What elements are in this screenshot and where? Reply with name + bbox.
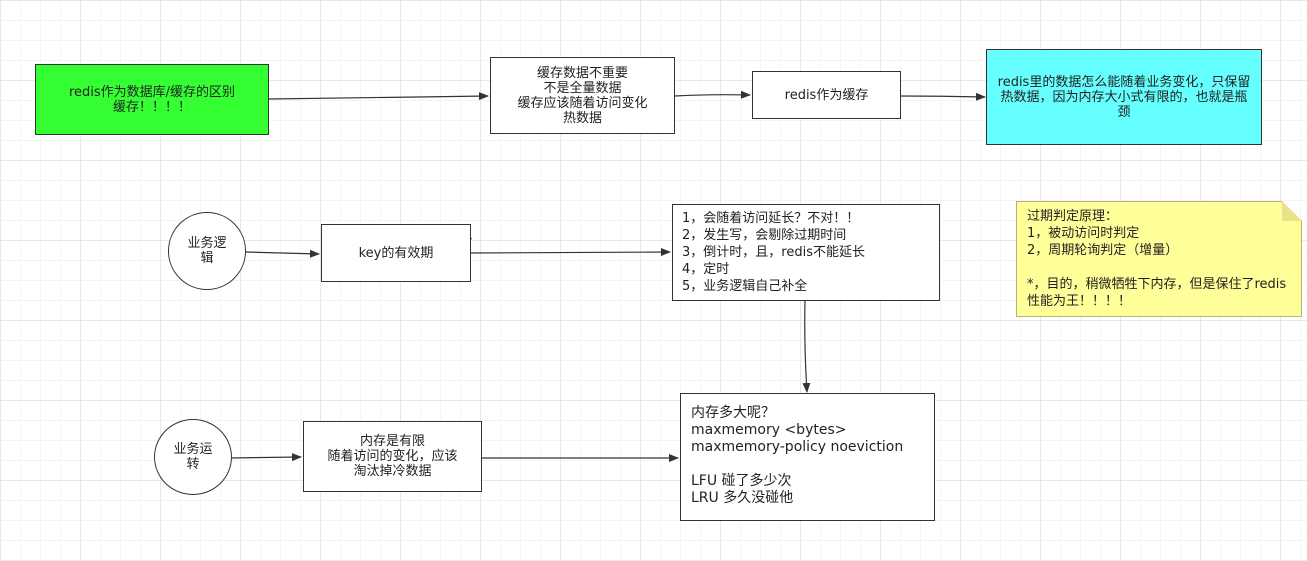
- business-logic-label: 业务逻 辑: [187, 236, 227, 266]
- key-ttl-box: key的有效期: [321, 224, 471, 282]
- key-ttl-label: key的有效期: [358, 245, 434, 261]
- maxmemory-config-label: 内存多大呢？ maxmemory <bytes> maxmemory-polic…: [691, 405, 904, 506]
- cache-data-not-important-label: 缓存数据不重要 不是全量数据 缓存应该随着访问变化 热数据: [517, 65, 648, 126]
- redis-db-vs-cache-box: redis作为数据库/缓存的区别 缓存！！！！: [35, 64, 269, 135]
- edge-rules-to-maxmemory: [802, 300, 811, 393]
- edge-difference-to-cache-data: [268, 92, 489, 101]
- business-running-label: 业务运 转: [173, 442, 213, 472]
- ttl-rules-label: 1，会随着访问延长？不对！！ 2，发生写，会剔除过期时间 3，倒计时，且，red…: [682, 211, 865, 294]
- edge-redis-cache-to-hot-data: [900, 92, 986, 101]
- redis-data-follow-business-box: redis里的数据怎么能随着业务变化，只保留热数据，因为内存大小式有限的，也就是…: [986, 49, 1262, 145]
- business-logic-circle: 业务逻 辑: [168, 212, 246, 290]
- cache-data-not-important-box: 缓存数据不重要 不是全量数据 缓存应该随着访问变化 热数据: [490, 57, 675, 134]
- edge-cache-data-to-redis-cache: [674, 90, 751, 99]
- redis-as-cache-label: redis作为缓存: [784, 87, 869, 103]
- expiry-principle-note: 过期判定原理： 1，被动访问时判定 2，周期轮询判定（增量） *，目的，稍微牺牲…: [1016, 201, 1302, 317]
- ttl-rules-box: 1，会随着访问延长？不对！！ 2，发生写，会剔除过期时间 3，倒计时，且，red…: [672, 204, 940, 301]
- edge-logic-to-key-ttl: [245, 249, 320, 258]
- edge-running-to-memory-limited: [229, 453, 302, 462]
- memory-limited-box: 内存是有限 随着访问的变化，应该 淘汰掉冷数据: [303, 421, 482, 492]
- redis-as-cache-box: redis作为缓存: [752, 71, 901, 119]
- memory-limited-label: 内存是有限 随着访问的变化，应该 淘汰掉冷数据: [327, 434, 458, 479]
- redis-db-vs-cache-label: redis作为数据库/缓存的区别 缓存！！！！: [68, 84, 236, 115]
- redis-data-follow-business-label: redis里的数据怎么能随着业务变化，只保留热数据，因为内存大小式有限的，也就是…: [997, 74, 1251, 120]
- maxmemory-config-box: 内存多大呢？ maxmemory <bytes> maxmemory-polic…: [680, 393, 935, 521]
- business-running-circle: 业务运 转: [154, 419, 232, 495]
- edge-key-ttl-to-rules: [470, 248, 671, 257]
